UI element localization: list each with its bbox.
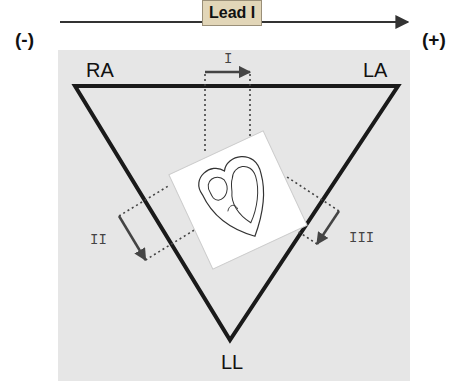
lead-label: I [224, 51, 232, 67]
lead-title-box: Lead I [202, 0, 262, 26]
lead-vector [317, 211, 339, 244]
electrode-label: RA [86, 59, 114, 82]
lead-label: II [90, 232, 107, 248]
polarity-sign: (-) [15, 29, 34, 51]
einthoven-triangle [75, 86, 398, 340]
electrode-label: LA [363, 59, 387, 82]
lead-vector [205, 71, 250, 74]
lead-label: III [349, 230, 374, 246]
polarity-sign: (+) [422, 29, 446, 51]
lead-vector [119, 216, 146, 260]
heart-illustration [169, 131, 307, 269]
title-text: Lead I [209, 4, 255, 22]
figure-ground [58, 50, 410, 381]
electrode-label: LL [221, 351, 243, 374]
